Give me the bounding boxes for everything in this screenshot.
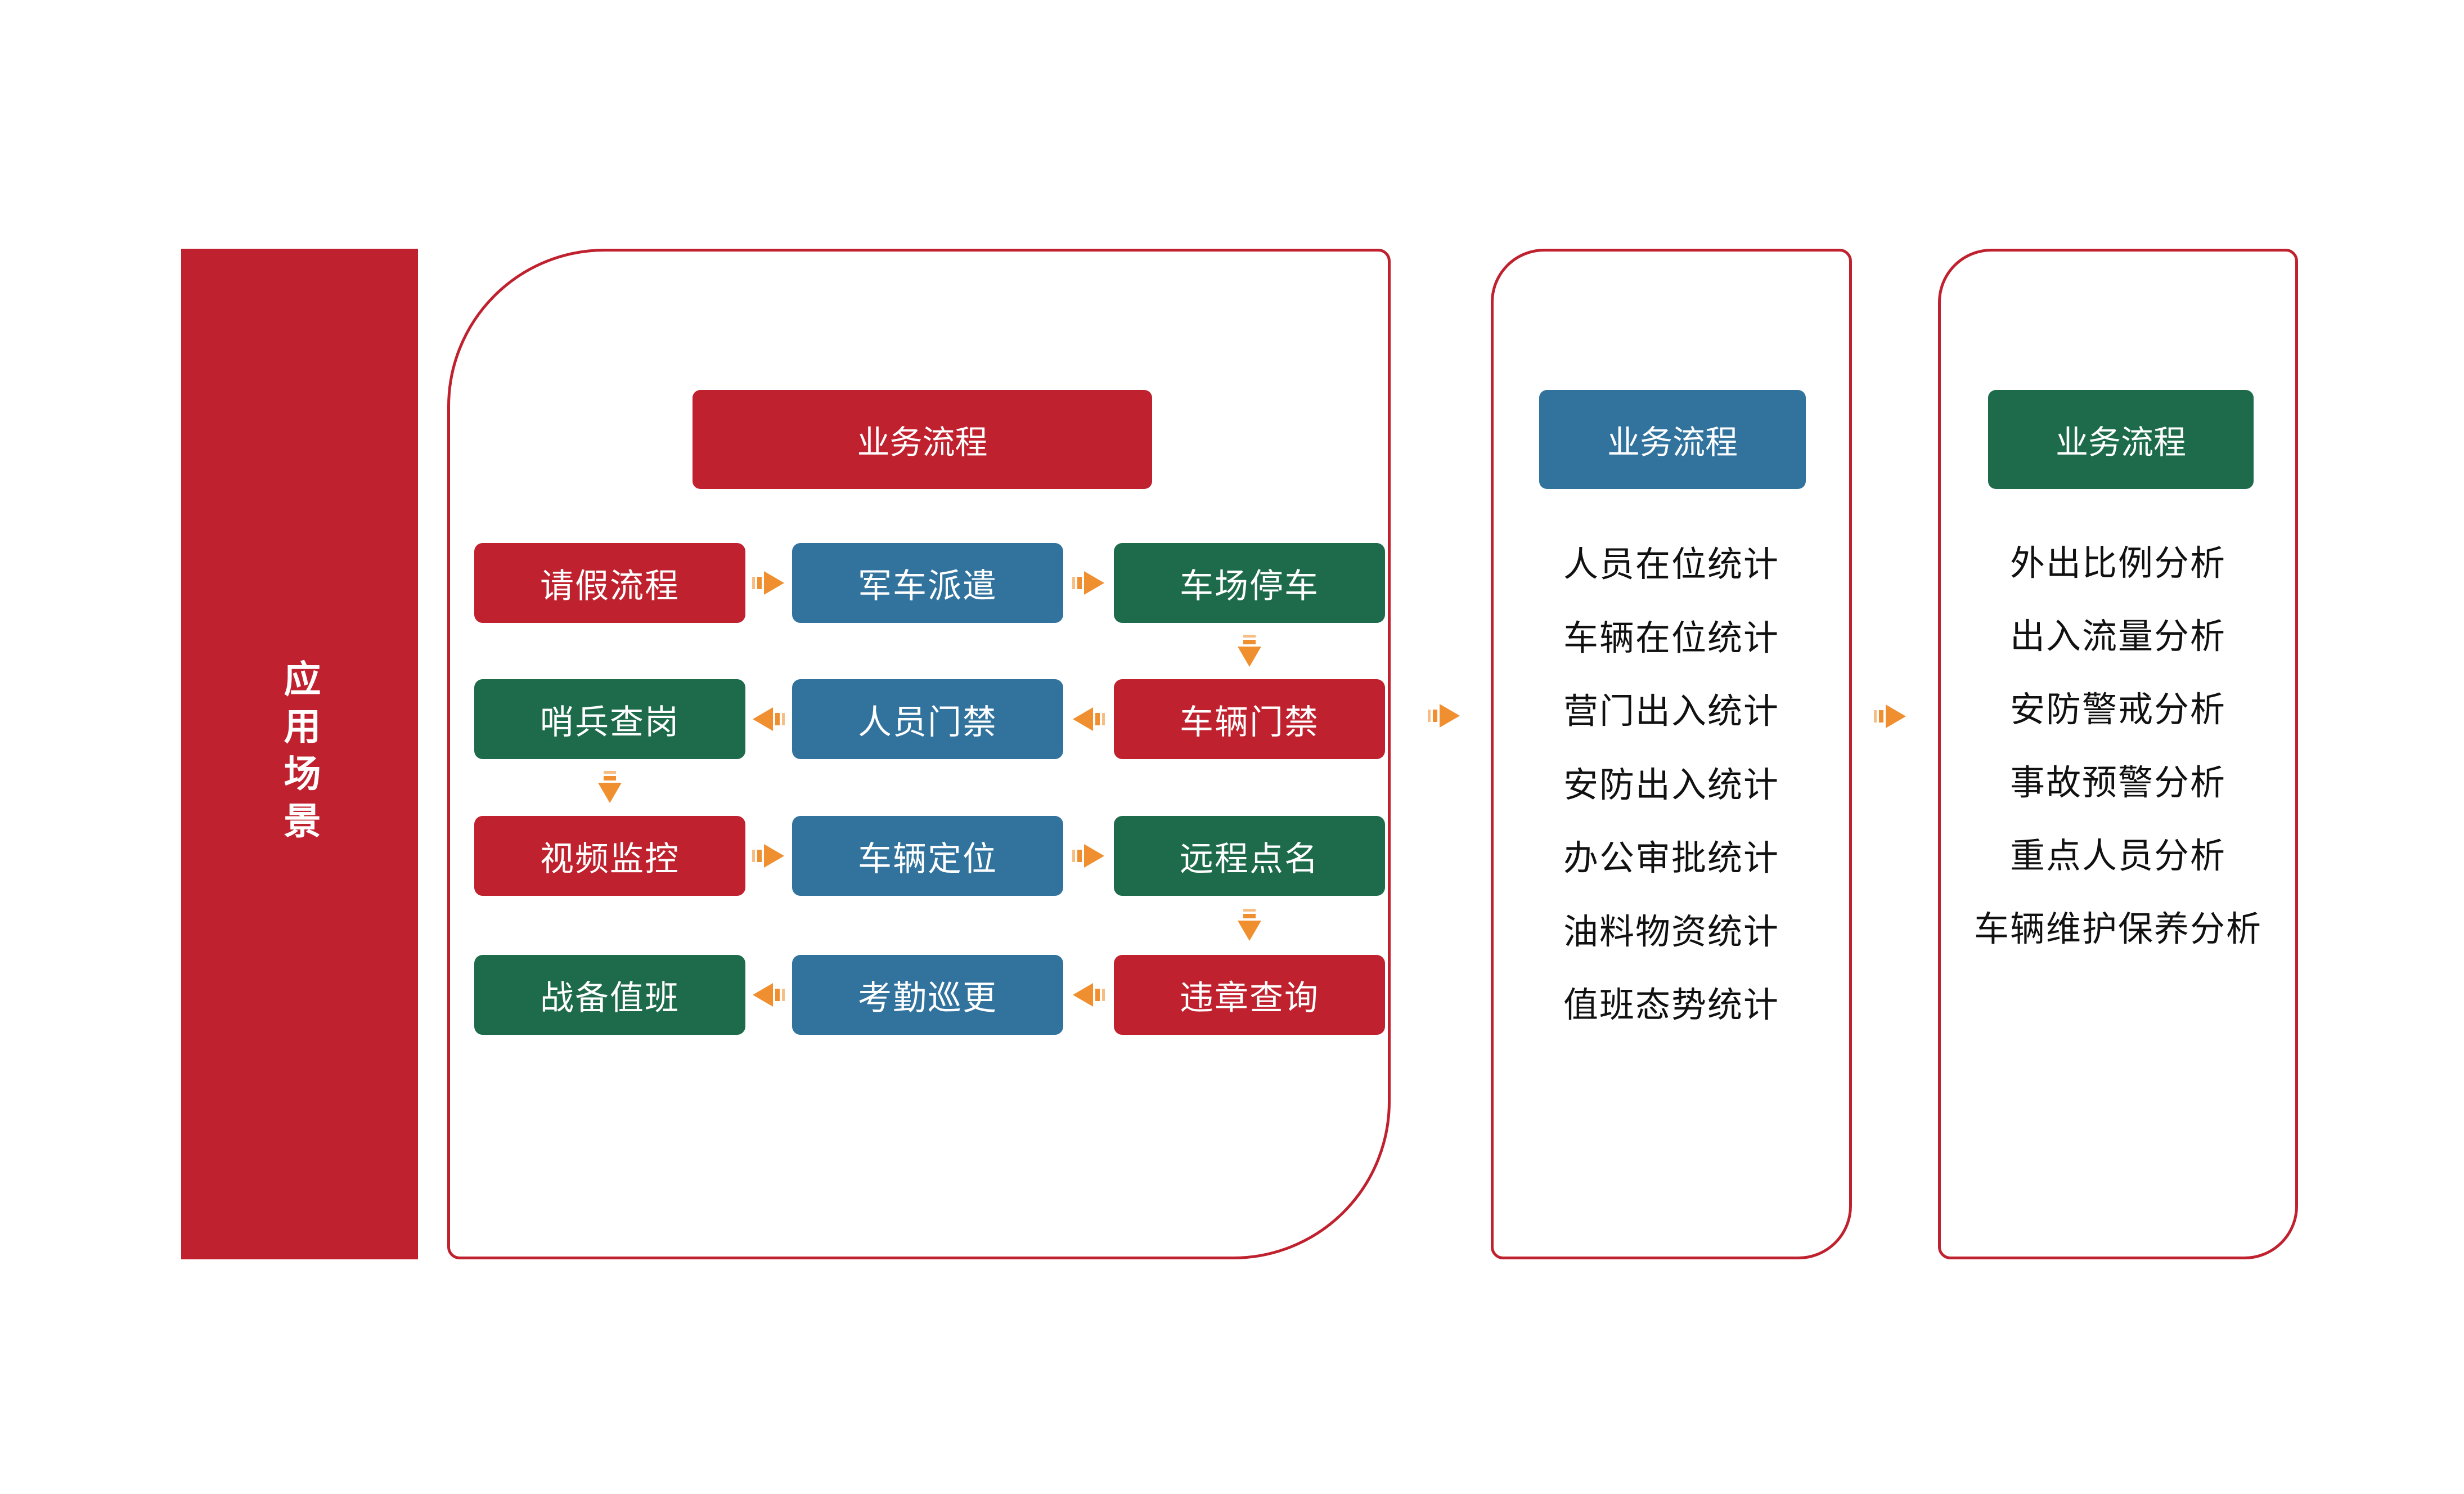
flow-box-violation-query: 违章查询 bbox=[1114, 955, 1385, 1035]
analysis-list: 外出比例分析 出入流量分析 安防警戒分析 事故预警分析 重点人员分析 车辆维护保… bbox=[1941, 527, 2295, 966]
flow-box-sentry-inspection: 哨兵查岗 bbox=[474, 679, 745, 759]
list-item: 外出比例分析 bbox=[2009, 544, 2226, 583]
striped-right-arrow-icon bbox=[1072, 570, 1105, 596]
flow-box-personnel-access: 人员门禁 bbox=[792, 679, 1063, 759]
application-scenario-banner: 应用场景 bbox=[181, 249, 418, 1259]
list-item: 出入流量分析 bbox=[2009, 617, 2226, 656]
list-item: 办公审批统计 bbox=[1563, 839, 1779, 878]
striped-right-arrow-icon bbox=[1874, 703, 1907, 729]
analysis-panel-header: 业务流程 bbox=[1988, 390, 2254, 489]
flow-box-military-vehicle-dispatch: 军车派遣 bbox=[792, 543, 1063, 623]
list-item: 安防警戒分析 bbox=[2009, 690, 2226, 729]
striped-left-arrow-icon bbox=[752, 706, 785, 732]
list-item: 人员在位统计 bbox=[1563, 545, 1779, 584]
business-flow-panel-header: 业务流程 bbox=[693, 390, 1152, 489]
striped-down-arrow-icon bbox=[597, 771, 623, 804]
list-item: 营门出入统计 bbox=[1563, 692, 1779, 731]
striped-down-arrow-icon bbox=[1237, 909, 1262, 941]
flow-box-vehicle-positioning: 车辆定位 bbox=[792, 816, 1063, 896]
flow-box-video-surveillance: 视频监控 bbox=[474, 816, 745, 896]
flow-box-leave-process: 请假流程 bbox=[474, 543, 745, 623]
striped-left-arrow-icon bbox=[752, 982, 785, 1008]
application-scenario-label: 应用场景 bbox=[278, 659, 321, 849]
striped-left-arrow-icon bbox=[1072, 706, 1105, 732]
list-item: 值班态势统计 bbox=[1563, 986, 1779, 1025]
flow-box-combat-duty: 战备值班 bbox=[474, 955, 745, 1035]
flow-box-attendance-patrol: 考勤巡更 bbox=[792, 955, 1063, 1035]
striped-right-arrow-icon bbox=[752, 843, 785, 869]
striped-right-arrow-icon bbox=[1428, 703, 1460, 729]
list-item: 油料物资统计 bbox=[1563, 912, 1779, 952]
statistics-list: 人员在位统计 车辆在位统计 营门出入统计 安防出入统计 办公审批统计 油料物资统… bbox=[1494, 528, 1849, 1043]
list-item: 车辆在位统计 bbox=[1563, 618, 1779, 658]
striped-right-arrow-icon bbox=[752, 570, 785, 596]
striped-down-arrow-icon bbox=[1237, 635, 1262, 667]
list-item: 车辆维护保养分析 bbox=[1973, 910, 2262, 949]
striped-left-arrow-icon bbox=[1072, 982, 1105, 1008]
flow-box-remote-rollcall: 远程点名 bbox=[1114, 816, 1385, 896]
list-item: 安防出入统计 bbox=[1563, 765, 1779, 805]
analysis-panel: 业务流程 外出比例分析 出入流量分析 安防警戒分析 事故预警分析 重点人员分析 … bbox=[1938, 249, 2298, 1259]
flow-box-vehicle-access: 车辆门禁 bbox=[1114, 679, 1385, 759]
business-flow-panel: 业务流程 请假流程 军车派遣 车场停车 哨兵查岗 人员门禁 车辆门禁 视频监控 … bbox=[447, 249, 1391, 1259]
list-item: 事故预警分析 bbox=[2009, 764, 2226, 802]
striped-right-arrow-icon bbox=[1072, 843, 1105, 869]
flow-box-parking: 车场停车 bbox=[1114, 543, 1385, 623]
statistics-panel: 业务流程 人员在位统计 车辆在位统计 营门出入统计 安防出入统计 办公审批统计 … bbox=[1491, 249, 1852, 1259]
list-item: 重点人员分析 bbox=[2009, 837, 2226, 876]
statistics-panel-header: 业务流程 bbox=[1539, 390, 1806, 489]
